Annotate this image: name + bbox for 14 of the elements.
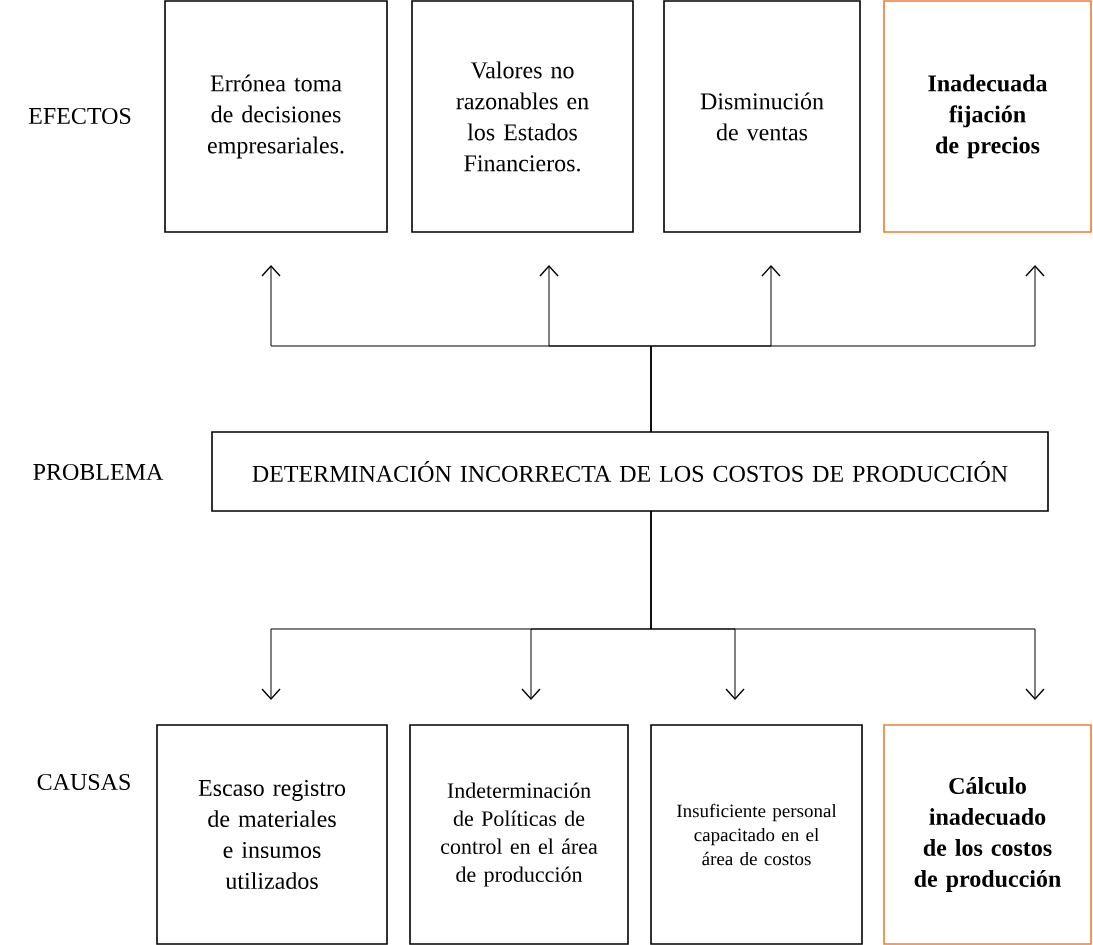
text-box: DETERMINACIÓN INCORRECTA DE LOS COSTOS DE PRODUCCIÓN [211, 431, 1049, 512]
arrow [650, 265, 1045, 433]
row-label: EFECTOS [28, 107, 131, 125]
text-box: Disminución de ventas [663, 0, 861, 233]
text-box: Inadecuada fijación de precios [883, 0, 1092, 233]
text-box: Valores no razonables en los Estados Financieros. [411, 0, 634, 233]
text-box: Insuficiente personal capacitado en el área de costos [650, 724, 863, 945]
row-label: PROBLEMA [33, 463, 164, 481]
row-label: CAUSAS [37, 773, 130, 791]
text-box: Errónea toma de decisiones empresariales. [164, 0, 388, 233]
text-box: Indeterminación de Políticas de control en el área de producción [409, 724, 629, 945]
arrow [650, 510, 1045, 700]
text-box: Escaso registro de materiales e insumos utilizados [156, 724, 388, 945]
text-box: Cálculo inadecuado de los costos de producción [883, 724, 1092, 945]
